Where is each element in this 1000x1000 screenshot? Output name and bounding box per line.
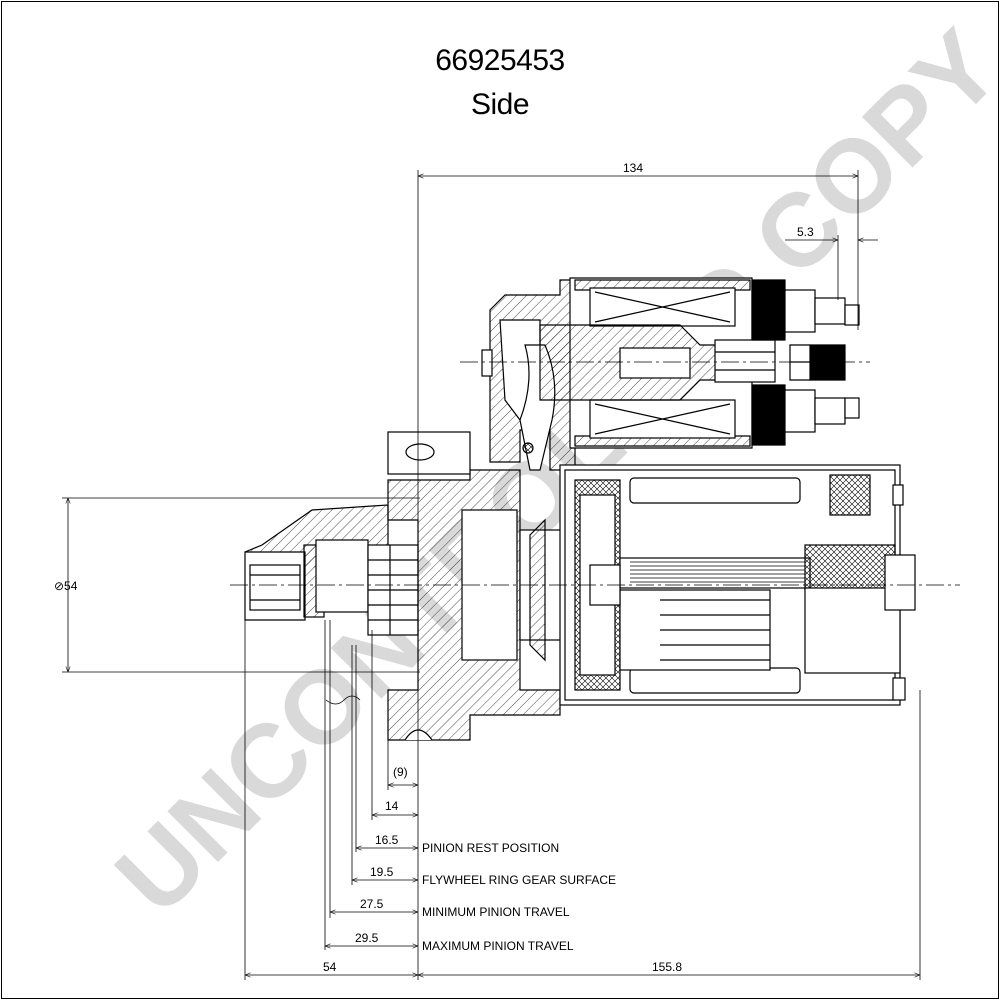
nose-housing [244,504,419,636]
dim-16-5: 16.5 [375,833,399,847]
pinion-gear [367,544,419,636]
dim-flange-diameter: ⊘54 [54,579,78,593]
dim-9: (9) [393,765,408,779]
dim-29-5: 29.5 [355,931,379,945]
dim-front-54: 54 [323,960,337,974]
dimension-texts: 134 5.3 ⊘54 (9) 14 16.5 19.5 27.5 29.5 5… [54,161,814,974]
callout-labels: PINION REST POSITION FLYWHEEL RING GEAR … [422,841,616,953]
view-title: Side [470,88,530,121]
dim-terminal-offset: 5.3 [797,225,814,239]
dim-overall-length: 134 [623,161,643,175]
dim-rear-155-8: 155.8 [652,960,682,974]
label-pinion-rest: PINION REST POSITION [422,841,559,855]
part-number-title: 66925453 [435,44,565,77]
dim-27-5: 27.5 [360,897,384,911]
label-min-travel: MINIMUM PINION TRAVEL [422,905,570,919]
dimension-lines [62,170,921,980]
label-flywheel: FLYWHEEL RING GEAR SURFACE [422,873,616,887]
centerlines [230,361,960,586]
label-max-travel: MAXIMUM PINION TRAVEL [422,939,574,953]
dim-19-5: 19.5 [370,865,394,879]
solenoid [539,277,860,449]
dim-14: 14 [385,799,399,813]
